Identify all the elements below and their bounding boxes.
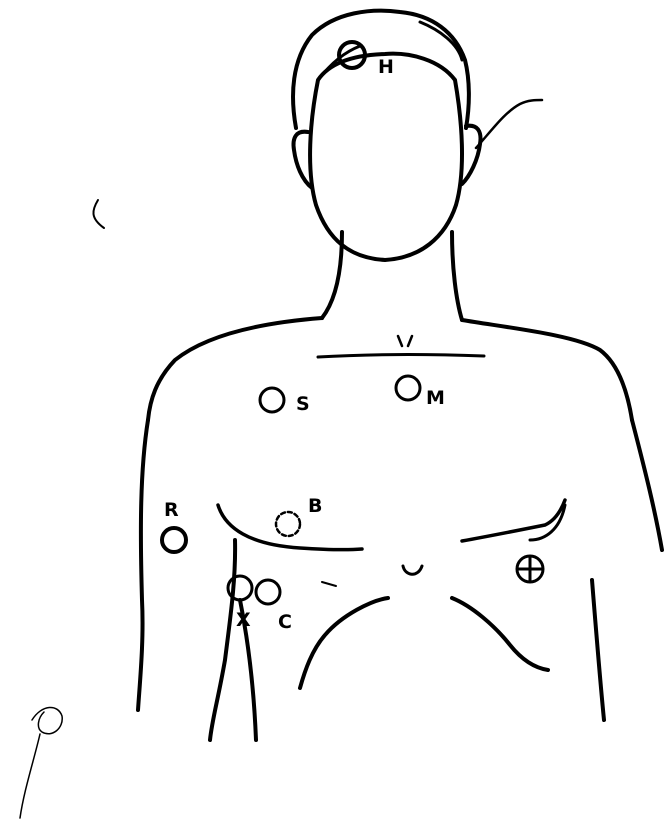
electrode-circle-r — [162, 528, 186, 552]
electrode-c: C — [256, 580, 292, 633]
electrode-label-x: X — [236, 609, 251, 631]
electrode-circle-b — [276, 512, 300, 536]
face-outline — [310, 54, 462, 260]
jugular-notch — [398, 336, 412, 346]
right-arm-outer — [632, 420, 662, 550]
electrode-label-b: B — [308, 495, 322, 517]
electrode-label-s: S — [296, 393, 310, 415]
stray-loop-wire — [20, 707, 62, 818]
electrode-circle-s — [260, 388, 284, 412]
neck-left — [322, 232, 342, 318]
stray-mark-left — [93, 200, 104, 228]
clavicle-line — [318, 355, 484, 357]
electrode-label-c: C — [278, 611, 292, 633]
right-ear — [462, 126, 480, 184]
electrode-label-m: M — [426, 387, 445, 409]
electrode-circle-m — [396, 376, 420, 400]
xiphoid-mark — [403, 566, 422, 574]
electrode-m: M — [396, 376, 445, 409]
neck-right — [452, 232, 462, 320]
right-shoulder — [462, 320, 632, 420]
right-rib-line — [452, 598, 548, 670]
ground-electrode — [517, 556, 543, 582]
electrode-r: R — [162, 499, 186, 552]
ear-wire — [476, 100, 542, 148]
electrode-label-r: R — [164, 499, 179, 521]
left-arm-inner — [210, 540, 235, 740]
left-arm-outer — [138, 420, 148, 710]
electrode-s: S — [260, 388, 310, 415]
electrode-b: B — [276, 495, 322, 536]
electrode-circle-c — [256, 580, 280, 604]
electrode-label-h: H — [378, 56, 394, 78]
rib-tick — [322, 582, 336, 586]
right-torso-side — [592, 580, 604, 720]
left-rib-line — [300, 598, 388, 688]
